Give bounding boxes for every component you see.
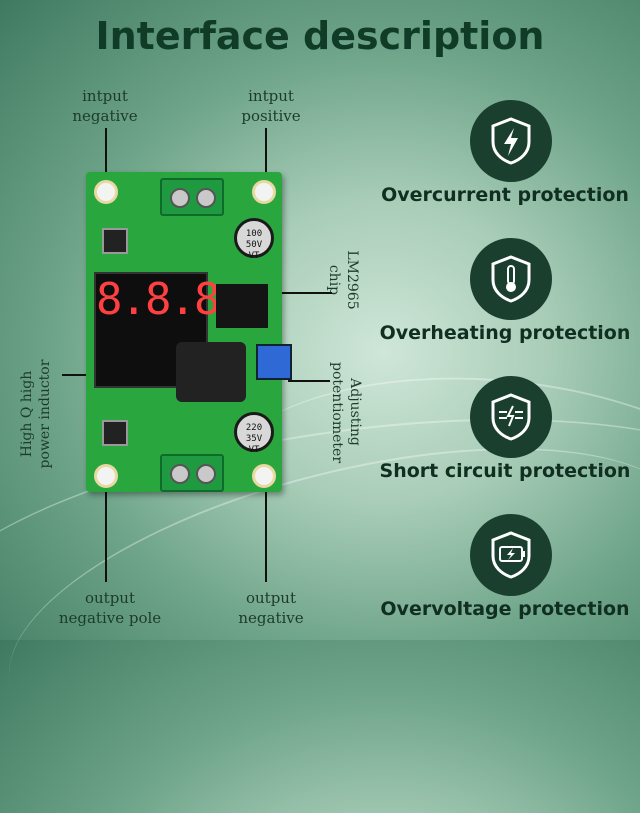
overheating-label: Overheating protection [379, 322, 631, 344]
leader-line [265, 478, 267, 582]
leader-line [288, 380, 330, 382]
leader-line [105, 128, 107, 184]
overcurrent-badge [470, 100, 552, 182]
thermometer-icon [491, 255, 531, 303]
leader-line [265, 128, 267, 184]
inductor-label: High Q high power inductor [19, 359, 53, 469]
page-title: Interface description [95, 14, 545, 58]
leader-line [105, 478, 107, 582]
output-negative-pole-label: output negative pole [58, 589, 162, 627]
lm-chip [216, 284, 268, 328]
mounting-hole [252, 180, 276, 204]
potentiometer [256, 344, 292, 380]
short-circuit-icon [491, 393, 531, 441]
mounting-hole [94, 464, 118, 488]
leader-line [270, 292, 332, 294]
potentiometer-label: Adjusting potentiometer [329, 362, 363, 464]
pcb-board: 100 50V VT 220 35V VT 8.8.8. [86, 172, 292, 492]
push-button [102, 228, 128, 254]
chip-label: LM2965 chip [326, 250, 360, 310]
shield-lightning-icon [491, 117, 531, 165]
mounting-hole [94, 180, 118, 204]
overcurrent-label: Overcurrent protection [381, 184, 629, 206]
input-terminal [160, 178, 224, 216]
overheating-badge [470, 238, 552, 320]
screw [196, 188, 216, 208]
screw [196, 464, 216, 484]
overvoltage-label: Overvoltage protection [380, 598, 630, 620]
mounting-hole [252, 464, 276, 488]
short-circuit-badge [470, 376, 552, 458]
power-inductor [176, 342, 246, 402]
capacitor-top: 100 50V VT [234, 218, 274, 261]
battery-bolt-icon [491, 531, 531, 579]
output-negative-label: output negative [238, 589, 304, 627]
push-button [102, 420, 128, 446]
output-terminal [160, 454, 224, 492]
overvoltage-badge [470, 514, 552, 596]
input-negative-label: intput negative [72, 87, 138, 125]
screw [170, 464, 190, 484]
capacitor-bottom: 220 35V VT [234, 412, 274, 455]
screw [170, 188, 190, 208]
short-circuit-label: Short circuit protection [379, 460, 631, 482]
input-positive-label: intput positive [241, 87, 301, 125]
